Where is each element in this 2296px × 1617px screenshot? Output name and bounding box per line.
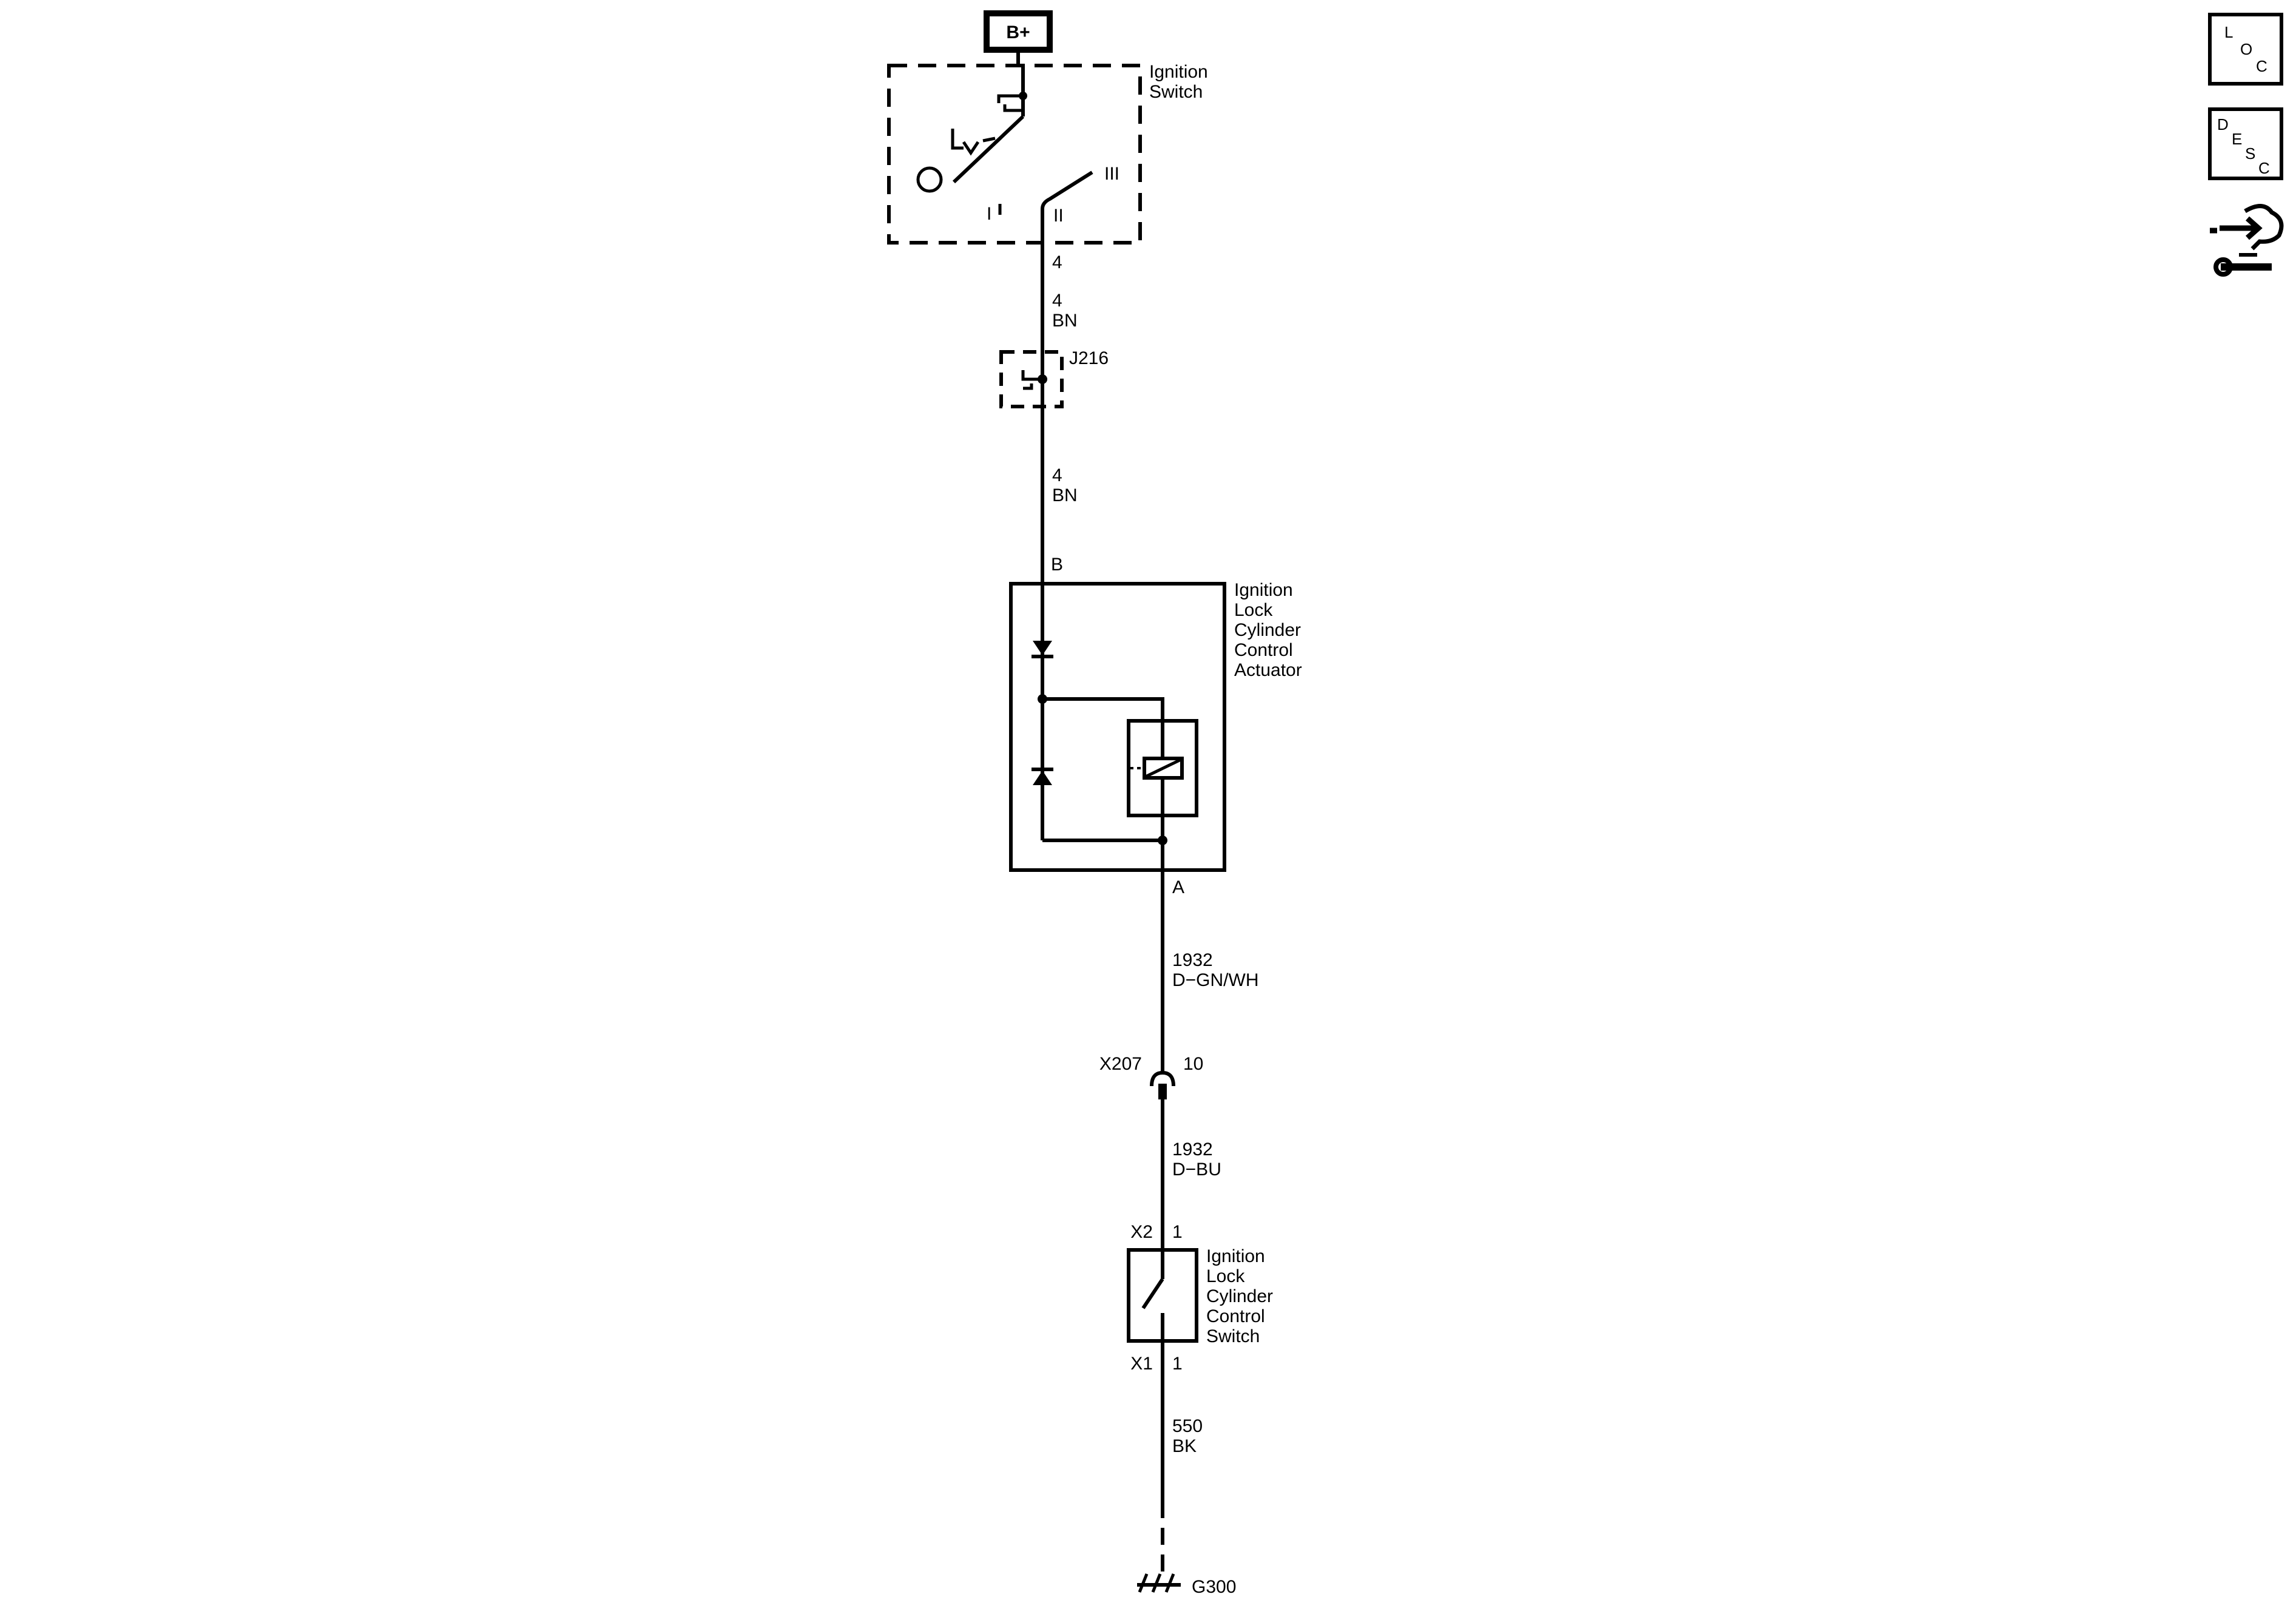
switch-connector-x1: X1 [1130,1354,1153,1374]
circuit-1932-upper-number: 1932 [1172,950,1213,970]
ignition-lock-cylinder-control-switch: X2 1 X1 1 Ignition Lock Cylinder Control… [1127,1222,1278,1374]
position-run-label: II [1053,206,1064,226]
circuit-1932-lower-number: 1932 [1172,1139,1213,1160]
connector-repair-icon[interactable] [2210,204,2284,277]
circuit-550-color: BK [1172,1436,1197,1456]
connector-x207-label: X207 [1099,1054,1142,1074]
connector-female-icon [1150,1070,1175,1087]
inline-connector-x207: X207 10 [1099,1054,1203,1099]
switch-pin-top: 1 [1172,1222,1183,1242]
position-off-label: I [987,204,991,224]
actuator-outline [1009,582,1226,872]
circuit-4-lower-color: BN [1052,485,1078,505]
actuator-name: Ignition Lock Cylinder Control Actuator [1234,580,1306,680]
key-cylinder-icon [916,166,943,193]
b-plus-terminal: B+ [984,10,1053,53]
actuator-pin-b: B [1051,555,1063,575]
circuit-1932-upper-color: D−GN/WH [1172,970,1259,990]
description-icon[interactable]: D E S C [2208,107,2283,180]
flyback-diode-icon [1033,771,1052,785]
mechanical-link-icon [951,129,996,156]
splice-j216: J216 [999,348,1109,408]
ignition-lock-cylinder-control-actuator: B A Ignition Lock Cylinder Control Actua… [1009,555,1306,897]
svg-text:C: C [2258,159,2270,177]
svg-text:O: O [2240,40,2252,58]
ground-label: G300 [1192,1577,1236,1597]
position-crank-label: III [1104,164,1119,184]
svg-text:S: S [2245,144,2255,163]
circuit-4-upper-color: BN [1052,311,1078,331]
svg-text:D: D [2217,115,2229,133]
switch-blade-icon [1141,1278,1164,1309]
circuit-4-lower-number: 4 [1052,465,1062,485]
svg-text:E: E [2232,130,2242,148]
location-icon[interactable]: L O C [2208,13,2283,86]
svg-text:C: C [2256,57,2267,75]
circuit-550-number: 550 [1172,1416,1203,1436]
svg-text:L: L [2224,23,2233,41]
diode-icon [1033,641,1052,655]
actuator-pin-a: A [1172,877,1184,897]
b-plus-label: B+ [1006,22,1030,42]
ignition-switch: III II I Ignition Switch 4 [887,50,1213,272]
lock-switch-name: Ignition Lock Cylinder Control Switch [1206,1246,1278,1346]
circuit-1932-lower-color: D−BU [1172,1160,1221,1180]
ground-g300: G300 [1137,1573,1236,1597]
ignition-switch-outline [887,64,1142,245]
circuit-4-upper-number: 4 [1052,291,1062,311]
splice-label: J216 [1069,348,1109,368]
switch-connector-x2: X2 [1130,1222,1153,1242]
ignition-switch-name: Ignition Switch [1149,62,1213,102]
switch-pin-bottom: 1 [1172,1354,1183,1374]
connector-x207-pin: 10 [1183,1054,1203,1074]
ignition-switch-pin: 4 [1052,252,1062,272]
connector-male-icon [1158,1084,1167,1099]
